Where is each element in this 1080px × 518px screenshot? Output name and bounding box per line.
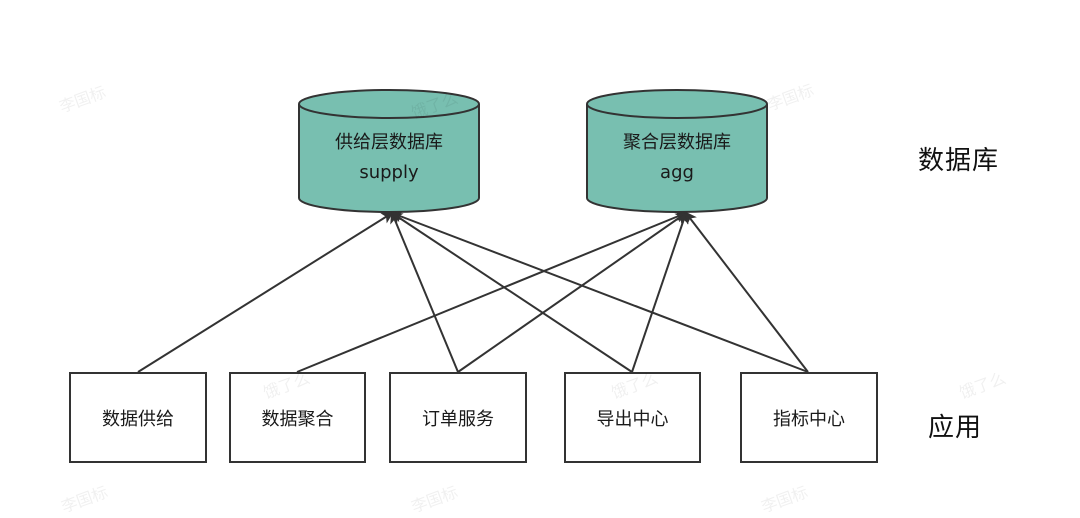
layer-label-application: 应用 [928, 413, 983, 443]
db-subtitle: agg [660, 162, 694, 183]
db-label-supply: 供给层数据库 supply [299, 128, 479, 188]
edge-export-center-to-supply [390, 211, 633, 373]
db-title: 聚合层数据库 [623, 132, 731, 153]
app-box-metrics-center: 指标中心 [740, 372, 878, 463]
app-box-data-aggregation: 数据聚合 [229, 372, 366, 463]
edge-order-service-to-agg [457, 211, 688, 373]
edge-export-center-to-agg [631, 211, 689, 373]
architecture-diagram: 供给层数据库 supply 聚合层数据库 agg 数据供给 数据聚合 订单服务 … [57, 80, 1009, 516]
db-label-agg: 聚合层数据库 agg [587, 128, 767, 188]
app-box-export-center: 导出中心 [564, 372, 701, 463]
edge-order-service-to-supply [390, 211, 459, 373]
app-box-order-service: 订单服务 [389, 372, 527, 463]
layer-label-database: 数据库 [918, 146, 1000, 176]
edge-data-supply-to-supply [137, 211, 394, 373]
db-cylinder-supply [298, 89, 480, 213]
db-subtitle: supply [359, 162, 419, 183]
app-box-data-supply: 数据供给 [69, 372, 207, 463]
db-cylinder-agg [586, 89, 768, 213]
edge-metrics-center-to-agg [684, 211, 809, 373]
db-title: 供给层数据库 [335, 132, 443, 153]
edge-data-aggregation-to-agg [296, 211, 688, 373]
diagram-canvas [137, 89, 809, 373]
edge-metrics-center-to-supply [390, 210, 809, 373]
